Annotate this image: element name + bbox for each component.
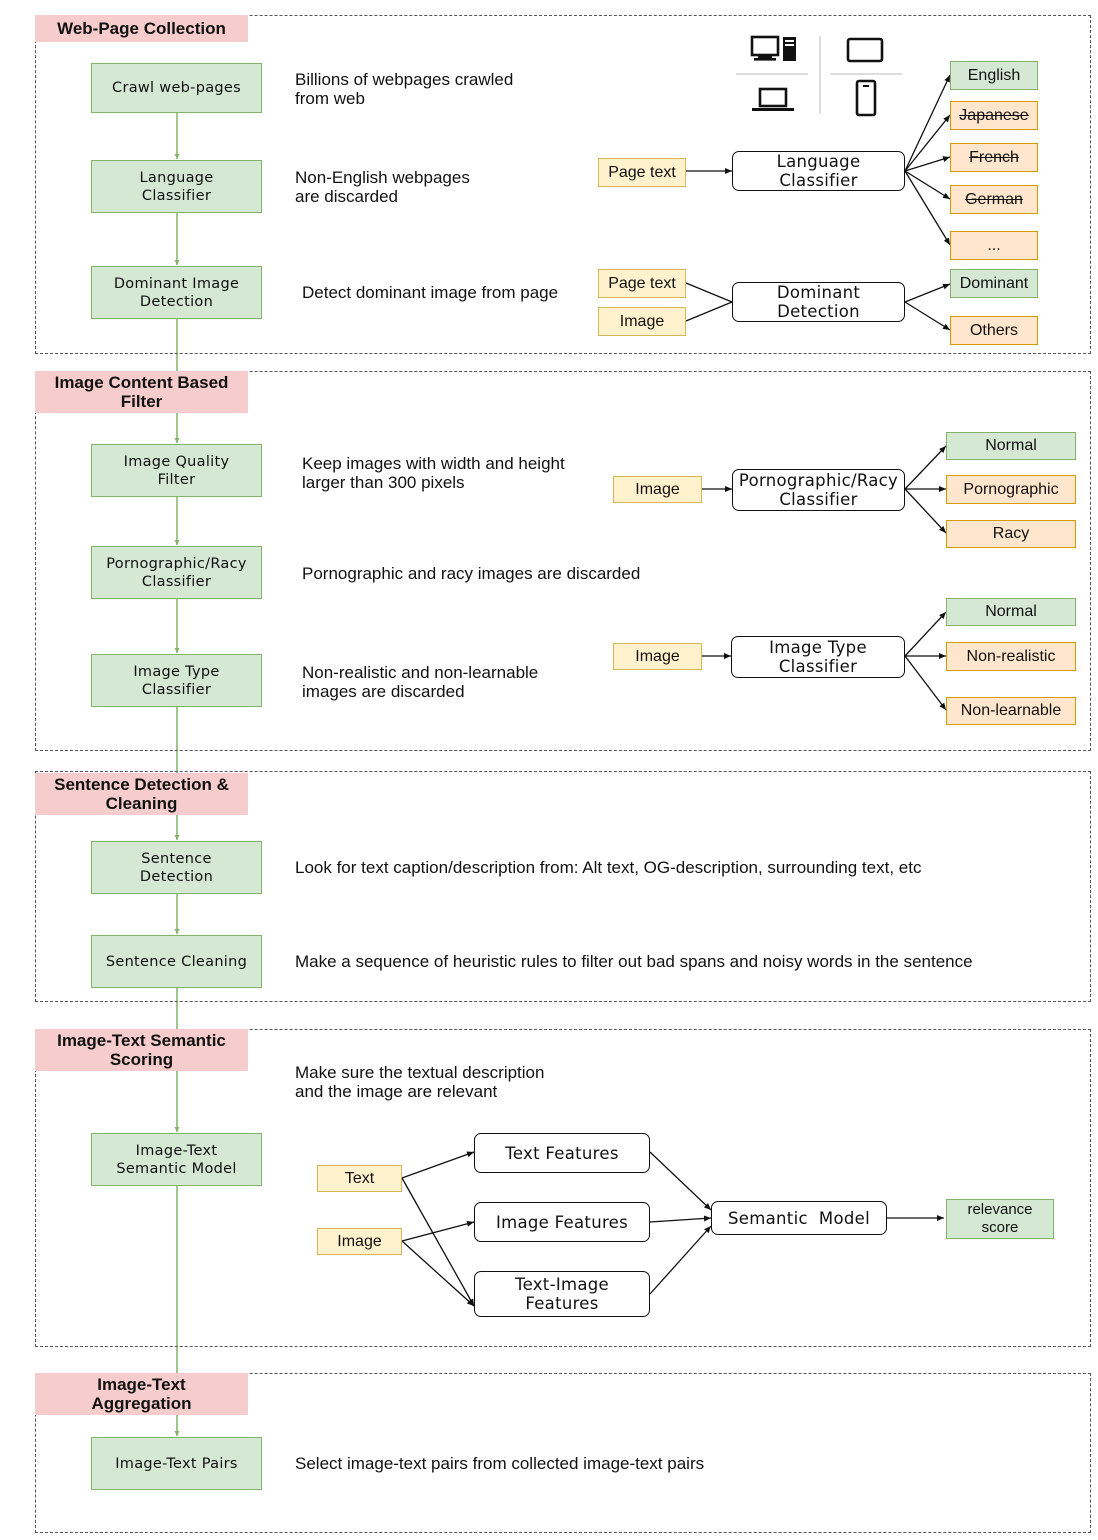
pornographic-classifier-box: Pornographic/Racy Classifier: [732, 469, 905, 511]
output-japanese: Japanese: [950, 101, 1038, 130]
dominant-detection-box: Dominant Detection: [732, 282, 905, 322]
image-input: Image: [598, 307, 686, 336]
phone-icon: [855, 79, 877, 117]
laptop-icon: [752, 87, 794, 111]
output-normal: Normal: [946, 598, 1076, 626]
language-classifier-box: Language Classifier: [732, 151, 905, 191]
output-english: English: [950, 61, 1038, 90]
step-description: Select image-text pairs from collected i…: [295, 1454, 705, 1473]
section-title: Image Content Based Filter: [35, 371, 248, 413]
output-racy: Racy: [946, 520, 1076, 548]
image-features-box: Image Features: [474, 1202, 650, 1242]
page-text-input: Page text: [598, 158, 686, 187]
section-semantic-scoring: [35, 1029, 1091, 1347]
output-label: Japanese: [959, 106, 1029, 124]
output-non-realistic: Non-realistic: [946, 642, 1076, 671]
section-title: Image-Text Aggregation: [35, 1373, 248, 1415]
output-label: German: [965, 190, 1023, 208]
image-input: Image: [613, 476, 702, 503]
section-title: Sentence Detection & Cleaning: [35, 773, 248, 815]
step-dominant-image-detection: Dominant Image Detection: [91, 266, 262, 319]
output-normal: Normal: [946, 432, 1076, 460]
step-image-quality-filter: Image Quality Filter: [91, 444, 262, 497]
output-german: German: [950, 185, 1038, 214]
step-description: Make a sequence of heuristic rules to fi…: [295, 952, 973, 971]
step-description: Detect dominant image from page: [302, 283, 559, 302]
output-others: Others: [950, 316, 1038, 345]
page-text-input: Page text: [598, 269, 686, 298]
step-description: Billions of webpages crawled from web: [295, 70, 514, 108]
step-semantic-model: Image-Text Semantic Model: [91, 1133, 262, 1186]
step-language-classifier: Language Classifier: [91, 160, 262, 213]
section-aggregation: [35, 1373, 1091, 1533]
step-description: Make sure the textual description and th…: [295, 1063, 545, 1101]
step-crawl-web-pages: Crawl web-pages: [91, 63, 262, 113]
output-french: French: [950, 143, 1038, 172]
step-description: Non-realistic and non-learnable images a…: [302, 663, 539, 701]
step-sentence-cleaning: Sentence Cleaning: [91, 935, 262, 988]
output-label: French: [969, 148, 1019, 166]
desktop-tower-icon: [750, 35, 796, 61]
section-sentence-detection: [35, 771, 1091, 1002]
step-image-type-classifier: Image Type Classifier: [91, 654, 262, 707]
text-input: Text: [317, 1165, 402, 1192]
step-description: Keep images with width and height larger…: [302, 454, 565, 492]
step-image-text-pairs: Image-Text Pairs: [91, 1437, 262, 1490]
output-non-learnable: Non-learnable: [946, 697, 1076, 725]
step-sentence-detection: Sentence Detection: [91, 841, 262, 894]
text-features-box: Text Features: [474, 1133, 650, 1173]
image-type-classifier-box: Image Type Classifier: [731, 636, 905, 678]
section-title: Web-Page Collection: [35, 15, 248, 42]
section-web-page-collection: [35, 15, 1091, 354]
text-image-features-box: Text-Image Features: [474, 1271, 650, 1317]
semantic-model-box: Semantic Model: [711, 1201, 887, 1235]
section-image-content-filter: [35, 371, 1091, 751]
step-description: Non-English webpages are discarded: [295, 168, 470, 206]
relevance-score-output: relevance score: [946, 1199, 1054, 1239]
output-more: ...: [950, 231, 1038, 260]
output-pornographic: Pornographic: [946, 475, 1076, 504]
step-description: Look for text caption/description from: …: [295, 858, 922, 877]
image-input: Image: [317, 1228, 402, 1255]
monitor-icon: [846, 37, 884, 63]
image-input: Image: [613, 643, 702, 670]
output-dominant: Dominant: [950, 269, 1038, 298]
section-title: Image-Text Semantic Scoring: [35, 1029, 248, 1071]
devices-illustration: [736, 35, 902, 117]
step-pornographic-classifier: Pornographic/Racy Classifier: [91, 546, 262, 599]
step-description: Pornographic and racy images are discard…: [302, 564, 641, 583]
